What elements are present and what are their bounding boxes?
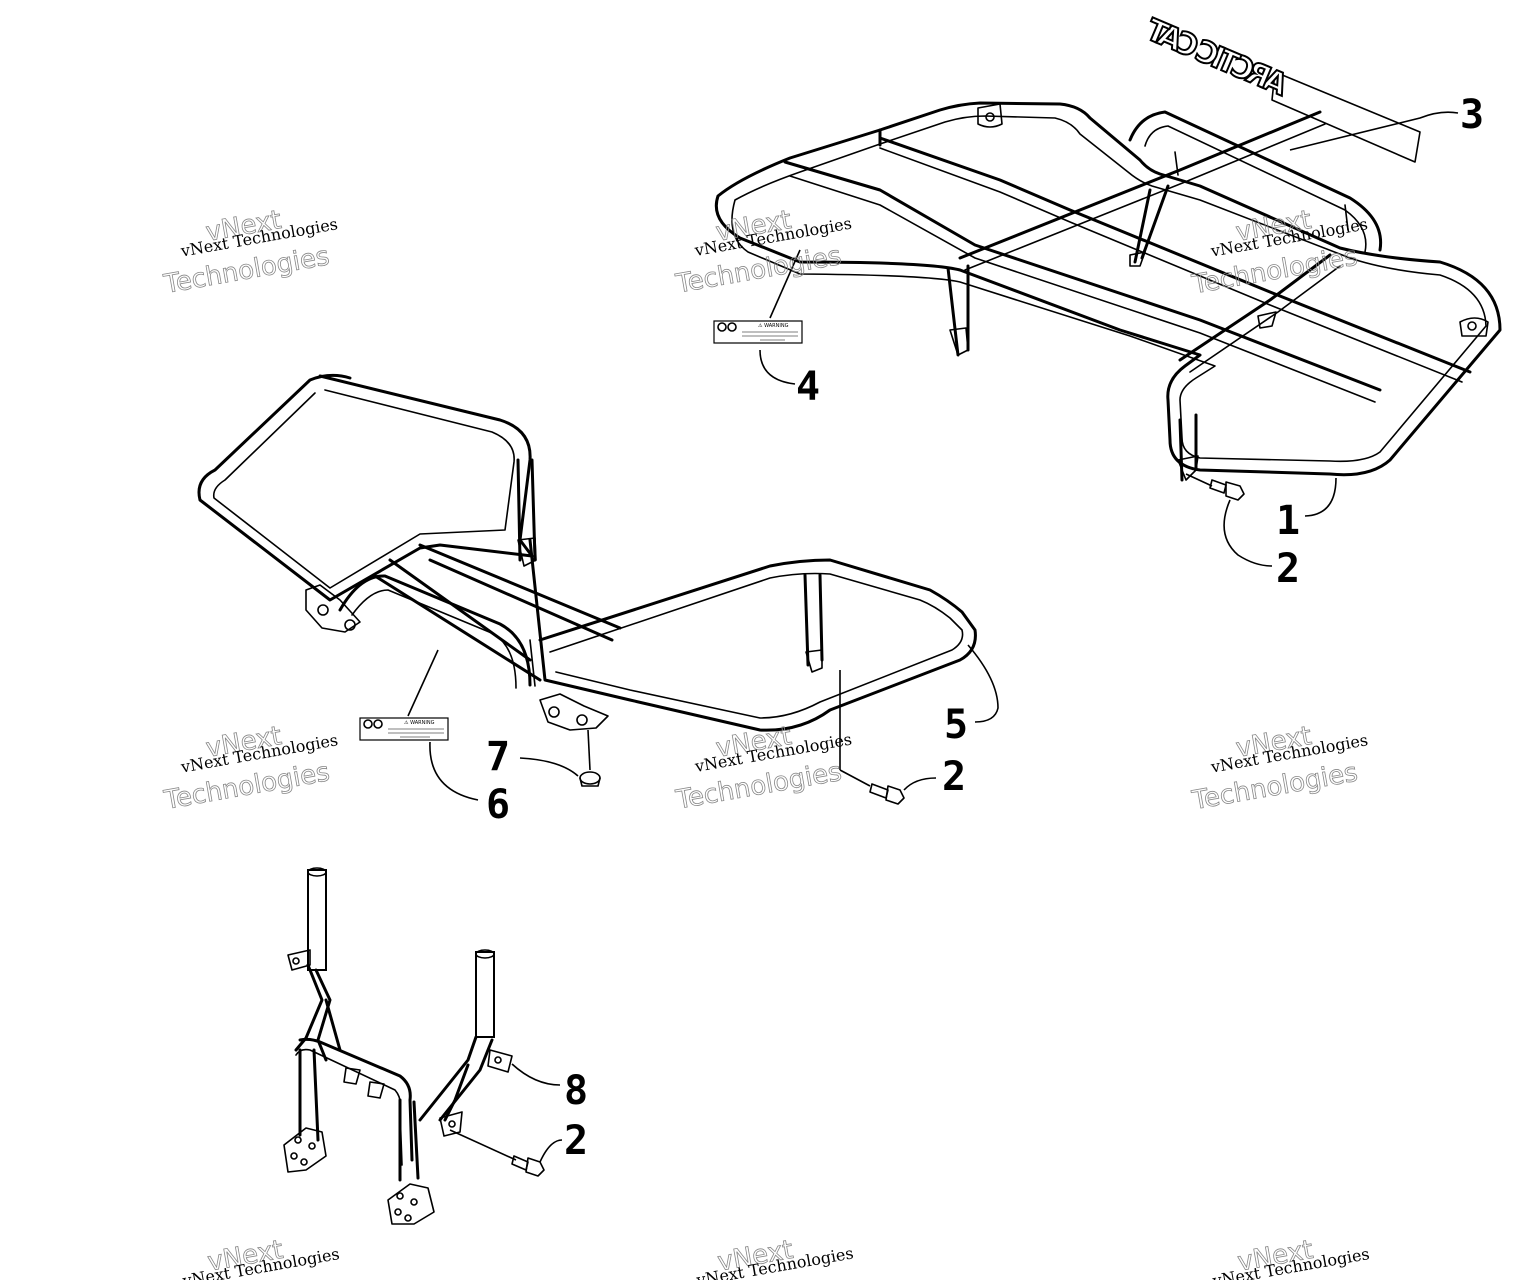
- rear-rack: [714, 101, 1502, 517]
- watermark-9: vNext vNext Technologies: [1210, 1235, 1371, 1280]
- callout-8: 8: [564, 1068, 588, 1114]
- logo-text: ARCTIC CAT: [1140, 12, 1292, 103]
- decal-warning-text-6: ⚠ WARNING: [404, 720, 435, 726]
- callout-1: 1: [1276, 498, 1300, 544]
- arctic-cat-decal: ARCTIC CAT: [1139, 11, 1459, 163]
- warning-decal-6: ⚠ WARNING: [359, 649, 479, 801]
- callout-3: 3: [1460, 92, 1484, 138]
- decal-warning-text-4: ⚠ WARNING: [758, 323, 789, 329]
- bolt-2a: [1185, 473, 1273, 567]
- watermark-1: vNext vNext Technologies Technologies: [161, 205, 340, 301]
- warning-decal-4: ⚠ WARNING: [713, 249, 803, 385]
- nut-7: [519, 757, 601, 787]
- bolt-2b: [869, 777, 937, 805]
- watermark-8: vNext vNext Technologies: [694, 1235, 855, 1280]
- callout-2a: 2: [1276, 546, 1300, 592]
- callout-2c: 2: [564, 1118, 588, 1164]
- watermark-6: vNext vNext Technologies Technologies: [1189, 721, 1370, 817]
- callout-4: 4: [796, 364, 820, 410]
- callout-6: 6: [486, 782, 510, 828]
- callout-7: 7: [486, 734, 510, 780]
- bolt-2c: [511, 1139, 563, 1177]
- watermark-4: vNext vNext Technologies Technologies: [161, 721, 340, 817]
- watermark-7: vNext vNext Technologies: [180, 1235, 341, 1280]
- watermark-2: vNext vNext Technologies Technologies: [673, 205, 854, 300]
- front-rack: [197, 373, 999, 787]
- support-bracket: [283, 867, 561, 1225]
- callout-5: 5: [944, 702, 968, 748]
- watermark-5: vNext vNext Technologies Technologies: [673, 721, 854, 816]
- callout-2b: 2: [942, 754, 966, 800]
